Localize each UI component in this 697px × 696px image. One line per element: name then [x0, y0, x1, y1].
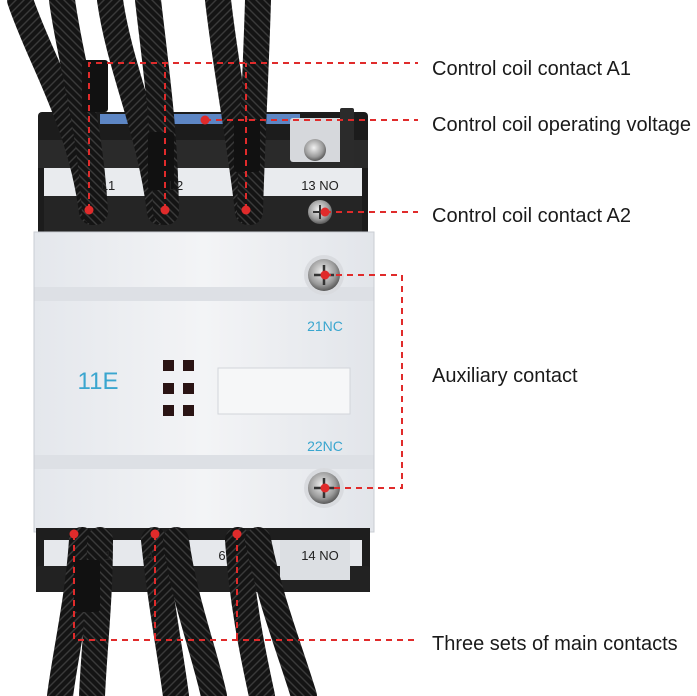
callout-coil-a2: Control coil contact A2 [432, 205, 631, 227]
leader-lines [73, 62, 418, 641]
terminal-2-label: 1 [104, 548, 111, 563]
indicator-grid [163, 360, 194, 416]
leader-main [73, 534, 418, 641]
callout-coil-voltage: Control coil operating voltage [432, 114, 692, 136]
terminal-l2-label: L2 [169, 178, 183, 193]
leader-aux [325, 274, 403, 489]
terminal-14-label: 14 NO [301, 548, 339, 563]
callout-coil-a1: Control coil contact A1 [432, 58, 631, 80]
callout-main-contacts: Three sets of main contacts [432, 633, 678, 655]
terminal-6-label: 6 [218, 548, 225, 563]
terminal-4-label: 4 [146, 548, 153, 563]
bottom-cables [47, 527, 317, 696]
leader-a1 [88, 62, 418, 210]
terminal-13-label: 13 NO [301, 178, 339, 193]
terminal-22-label: 22NC [307, 438, 343, 454]
terminal-l1-label: L1 [101, 178, 115, 193]
callout-auxiliary: Auxiliary contact [432, 365, 578, 387]
terminal-21-label: 21NC [307, 318, 343, 334]
model-label: 11E [78, 368, 119, 395]
